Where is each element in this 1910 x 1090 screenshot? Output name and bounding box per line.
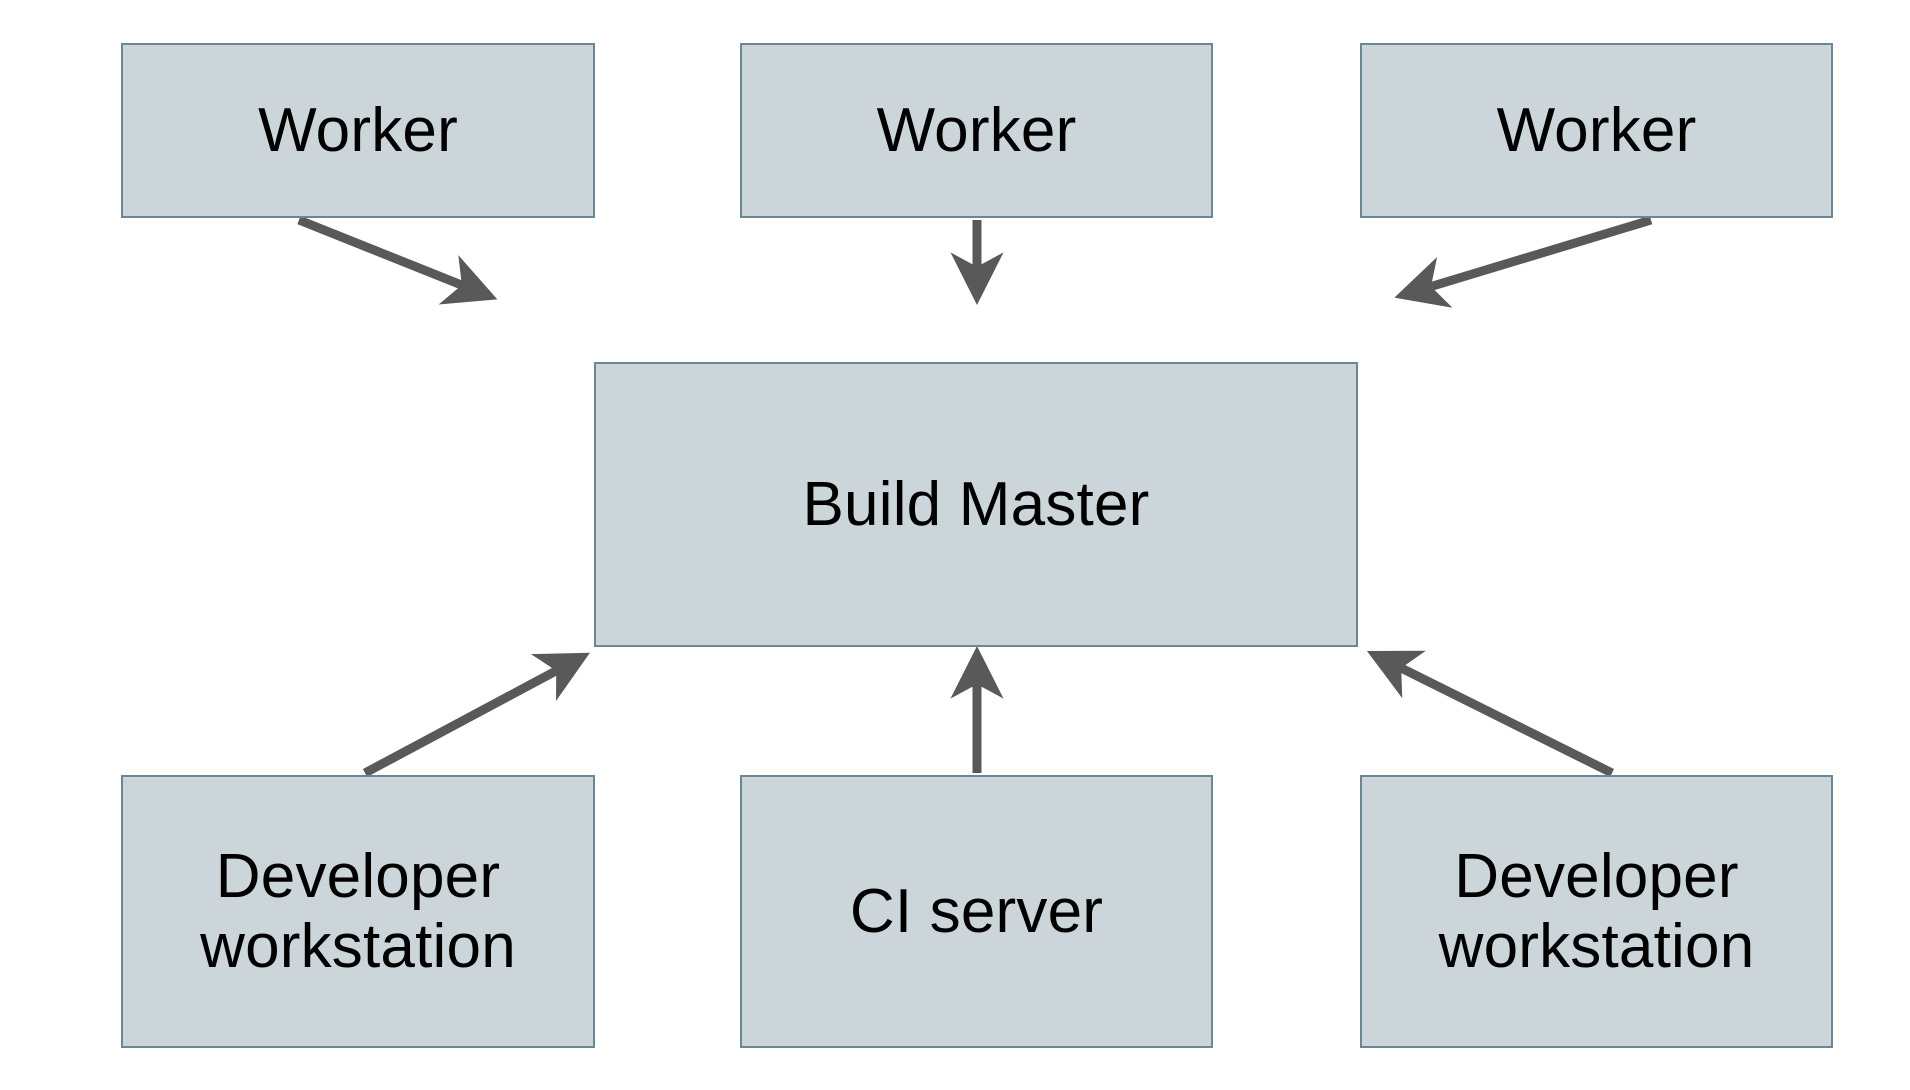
node-developer-workstation-right-label: Developer workstation — [1438, 842, 1755, 981]
edge-worker-right-to-build-master — [1394, 215, 1653, 308]
node-developer-workstation-right[interactable]: Developer workstation — [1360, 775, 1833, 1048]
edge-dev-left-to-build-master — [362, 652, 590, 777]
node-worker-left[interactable]: Worker — [121, 43, 595, 218]
edge-worker-left-to-build-master — [297, 215, 498, 305]
node-ci-server[interactable]: CI server — [740, 775, 1213, 1048]
node-worker-right[interactable]: Worker — [1360, 43, 1833, 218]
node-worker-middle-label: Worker — [876, 95, 1077, 165]
node-build-master[interactable]: Build Master — [594, 362, 1358, 647]
node-worker-left-label: Worker — [258, 95, 458, 165]
node-ci-server-label: CI server — [849, 876, 1104, 946]
node-worker-right-label: Worker — [1496, 95, 1697, 165]
node-developer-workstation-left[interactable]: Developer workstation — [121, 775, 595, 1048]
node-build-master-label: Build Master — [802, 469, 1150, 539]
node-worker-middle[interactable]: Worker — [740, 43, 1213, 218]
node-developer-workstation-left-label: Developer workstation — [200, 842, 516, 981]
edge-dev-right-to-build-master — [1366, 650, 1615, 778]
